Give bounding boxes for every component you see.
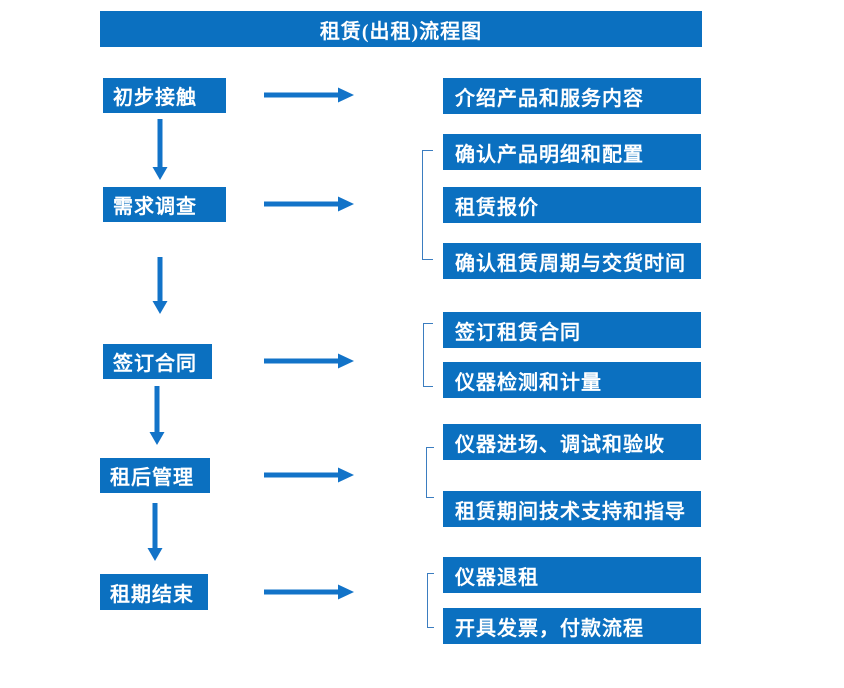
- step-sign-contract: 签订合同: [103, 344, 212, 379]
- step-initial-contact: 初步接触: [103, 78, 226, 113]
- detail-intro-products: 介绍产品和服务内容: [443, 78, 701, 114]
- detail-tech-support: 租赁期间技术支持和指导: [443, 491, 701, 527]
- detail-return-instrument: 仪器退租: [443, 557, 701, 593]
- step-rental-end: 租期结束: [100, 574, 208, 610]
- step-post-rental-mgmt: 租后管理: [100, 458, 210, 493]
- bracket-group-post-rental: [426, 447, 434, 498]
- arrow-right-4-icon: [264, 466, 354, 484]
- detail-confirm-config: 确认产品明细和配置: [443, 134, 701, 170]
- arrow-down-1-icon: [151, 119, 169, 180]
- arrow-down-4-icon: [146, 503, 164, 561]
- arrow-down-2-icon: [151, 257, 169, 314]
- arrow-right-5-icon: [264, 583, 354, 601]
- bracket-group-demand-survey: [422, 150, 433, 260]
- detail-rental-quote: 租赁报价: [443, 187, 701, 223]
- detail-invoice-payment: 开具发票，付款流程: [443, 608, 701, 644]
- bracket-group-rental-end: [427, 573, 434, 628]
- flowchart-title: 租赁(出租)流程图: [100, 11, 702, 47]
- bracket-group-sign-contract: [423, 323, 433, 387]
- step-demand-survey: 需求调查: [103, 187, 226, 222]
- detail-confirm-period: 确认租赁周期与交货时间: [443, 243, 701, 279]
- detail-sign-lease: 签订租赁合同: [443, 312, 701, 348]
- detail-instrument-check: 仪器检测和计量: [443, 362, 701, 398]
- arrow-right-3-icon: [264, 352, 354, 370]
- arrow-right-1-icon: [264, 86, 354, 104]
- detail-install-accept: 仪器进场、调试和验收: [443, 424, 701, 460]
- arrow-down-3-icon: [148, 386, 166, 445]
- arrow-right-2-icon: [264, 195, 354, 213]
